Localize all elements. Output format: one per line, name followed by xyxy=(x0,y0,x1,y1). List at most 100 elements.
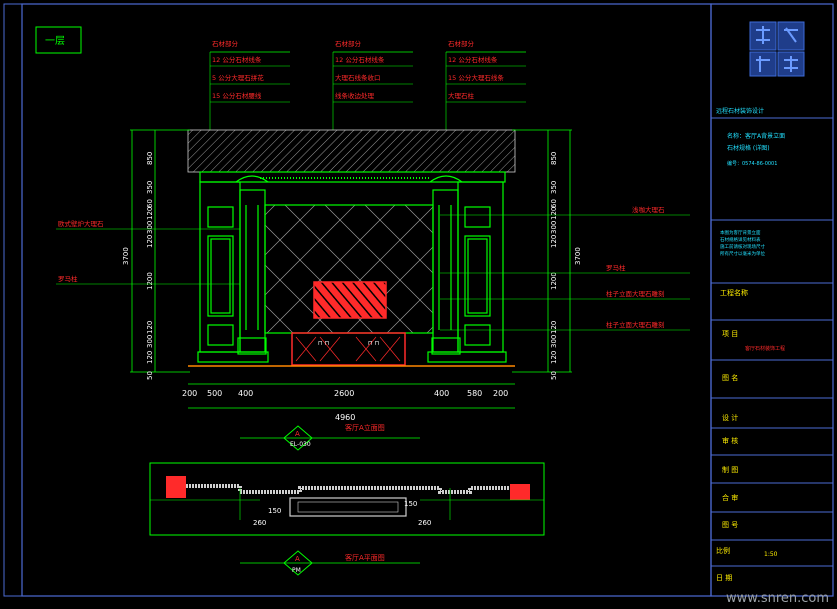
callout-top-label: 15 公分石材腰线 xyxy=(212,91,262,100)
dim-right-label: 120 xyxy=(550,235,558,248)
cabinet-handle-icon: ⊓ ⊓ xyxy=(318,340,329,347)
elevation-tag: A EL-030 客厅A立面图 xyxy=(240,423,420,451)
dim-total: 4960 xyxy=(335,413,355,422)
callout-left-label: 欧式壁炉大理石 xyxy=(58,219,104,228)
plan-dimension-lines xyxy=(150,488,544,520)
svg-text:PM: PM xyxy=(292,567,301,574)
dim-bottom-label: 580 xyxy=(467,389,482,398)
dim-left-label: 60 xyxy=(146,199,154,208)
tb-review-label: 审 核 xyxy=(722,436,738,445)
dim-right-label: 120 xyxy=(550,351,558,364)
dim-bottom-label: 500 xyxy=(207,389,222,398)
dim-left-label: 300 xyxy=(146,335,154,348)
tb-drawing-name-label: 图 名 xyxy=(722,373,738,382)
floor-label-box xyxy=(35,26,82,54)
svg-text:A: A xyxy=(295,430,300,438)
callout-top-label: 大理石线条收口 xyxy=(335,73,381,82)
dim-right-label: 120 xyxy=(550,321,558,334)
callout-top-label: 12 公分石材线条 xyxy=(448,55,498,64)
cabinet-pattern xyxy=(295,336,401,362)
tv-screen xyxy=(313,281,387,319)
callout-right-label: 柱子立面大理石雕刻 xyxy=(606,320,665,329)
callout-top-label: 12 公分石材线条 xyxy=(212,55,262,64)
callout-top-label: 12 公分石材线条 xyxy=(335,55,385,64)
callout-top-label: 石材部分 xyxy=(212,39,239,48)
callout-top-label: 线条收边处理 xyxy=(335,91,375,100)
tb-line3: 编号：0574-86-0001 xyxy=(727,160,777,167)
dim-right-label: 300 xyxy=(550,221,558,234)
callout-right-label: 浅咖大理石 xyxy=(632,205,665,214)
tv-cabinet xyxy=(291,332,406,366)
plan-dim: 260 xyxy=(418,519,431,527)
tb-company: 远程石材装饰设计 xyxy=(716,107,764,115)
floor-label: 一层 xyxy=(45,35,65,47)
plan-tag: A PM 客厅A平面图 xyxy=(240,550,420,576)
plan-dim: 150 xyxy=(404,500,417,508)
dim-left-label: 120 xyxy=(146,207,154,220)
callout-top-label: 5 公分大理石拼花 xyxy=(212,73,264,82)
right-column-group xyxy=(427,175,507,363)
cornice-hatch xyxy=(187,129,516,173)
dim-left-label: 300 xyxy=(146,221,154,234)
tb-scale-label: 比例 xyxy=(716,546,730,555)
plan-wall-profile xyxy=(186,484,510,494)
dim-bottom-label: 200 xyxy=(182,389,197,398)
dim-left-label: 350 xyxy=(146,181,154,194)
plan-frame xyxy=(149,462,545,536)
dim-left-label: 1200 xyxy=(146,272,154,290)
svg-text:A: A xyxy=(295,555,300,563)
dim-right-label: 60 xyxy=(550,199,558,208)
plan-title: 客厅A平面图 xyxy=(345,553,385,562)
callout-top-label: 大理石柱 xyxy=(448,91,475,100)
dim-bottom-label: 400 xyxy=(238,389,253,398)
watermark: www.snren.com xyxy=(726,591,829,606)
cabinet-handle-icon: ⊓ ⊓ xyxy=(368,340,379,347)
elevation-title: 客厅A立面图 xyxy=(345,423,385,432)
tb-engineering: 工程名称 xyxy=(720,288,748,297)
dim-bottom-label: 400 xyxy=(434,389,449,398)
dim-left-label: 850 xyxy=(146,152,154,165)
title-block-frame xyxy=(710,3,834,597)
callout-top-label: 石材部分 xyxy=(335,39,362,48)
left-column-group xyxy=(197,175,269,363)
dim-bottom-label: 200 xyxy=(493,389,508,398)
dim-right-label: 1200 xyxy=(550,272,558,290)
dim-left-label: 120 xyxy=(146,351,154,364)
dim-right-label: 350 xyxy=(550,181,558,194)
tb-line2: 石材规格 (详图) xyxy=(727,144,770,152)
callout-left-label: 罗马柱 xyxy=(58,274,78,283)
svg-text:EL-030: EL-030 xyxy=(290,441,311,448)
plan-dim: 150 xyxy=(268,507,281,515)
dim-left-label: 120 xyxy=(146,235,154,248)
tb-project-label: 项 目 xyxy=(722,330,738,338)
callout-top-label: 石材部分 xyxy=(448,39,475,48)
dim-right-outer: 3700 xyxy=(574,247,582,265)
dim-right-label: 120 xyxy=(550,207,558,220)
tb-scale-value: 1:50 xyxy=(764,551,778,558)
dim-right-label: 850 xyxy=(550,152,558,165)
dim-left-outer: 3700 xyxy=(122,247,130,265)
plan-column-left xyxy=(166,476,186,498)
plan-cabinet-inner xyxy=(297,501,399,513)
cornice-band xyxy=(199,171,506,183)
right-dimension-chain xyxy=(512,129,572,373)
callout-top-label: 15 公分大理石线条 xyxy=(448,73,504,82)
logo-seal xyxy=(749,21,805,77)
tb-line1: 名称：客厅A背景立面 xyxy=(727,132,785,140)
dim-right-label: 300 xyxy=(550,335,558,348)
callout-right-label: 罗马柱 xyxy=(606,263,626,272)
callout-right-label: 柱子立面大理石雕刻 xyxy=(606,289,665,298)
tb-approve-label: 合 审 xyxy=(722,493,738,502)
tb-number-label: 图 号 xyxy=(722,521,738,529)
dim-right-label: 50 xyxy=(550,371,558,380)
tb-project-value: 客厅石材装饰工程 xyxy=(745,345,785,352)
plan-column-right xyxy=(510,484,530,500)
dim-left-label: 50 xyxy=(146,371,154,380)
tb-draw-label: 制 图 xyxy=(722,465,738,474)
